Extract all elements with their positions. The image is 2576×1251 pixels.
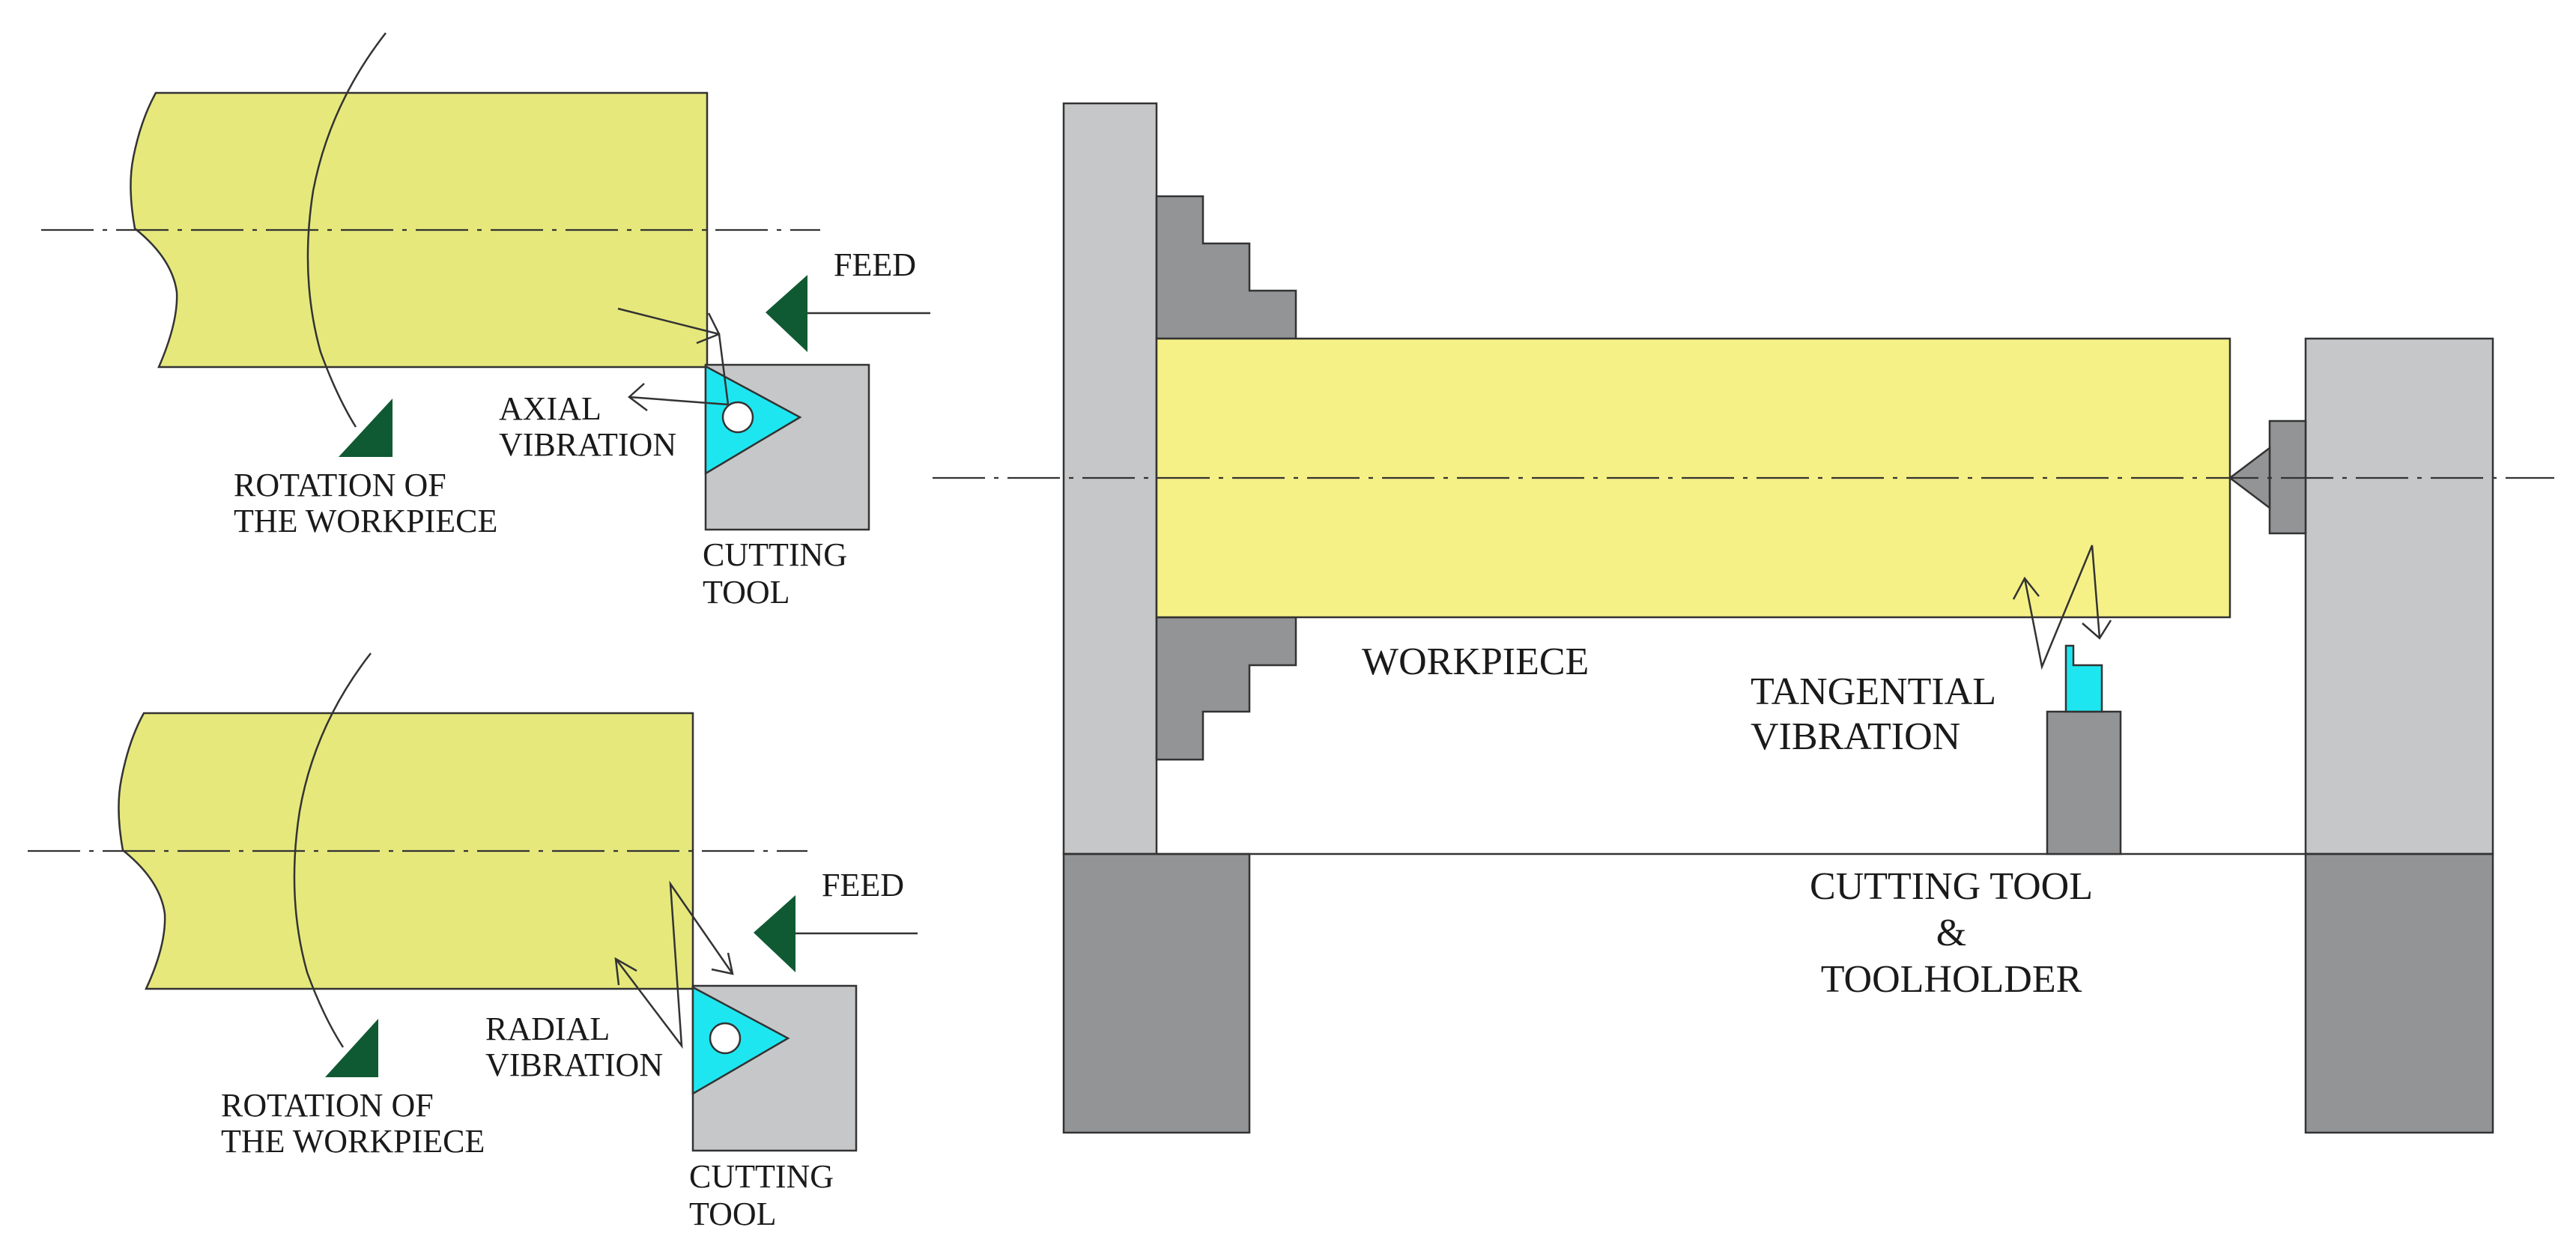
chuck-jaw-lower (1155, 616, 1297, 761)
toolholder (2046, 710, 2122, 855)
workpiece-label: WORKPIECE (1362, 640, 1589, 683)
headstock-base (1062, 852, 1251, 1134)
feed-arrow-radial (754, 895, 795, 972)
rotation-label-radial-line2: THE WORKPIECE (221, 1123, 485, 1160)
arrowhead-radial-left (614, 957, 637, 986)
rotation-arrow-radial (325, 1019, 378, 1077)
radial-vibration-panel: FEED RADIAL VIBRATION ROTATION OF THE WO… (28, 652, 918, 1232)
radial-vibration-label-line1: RADIAL (485, 1011, 610, 1047)
tool-label-radial-line1: CUTTING (689, 1158, 834, 1195)
rotation-curve-radial (293, 652, 372, 1048)
feed-label-radial: FEED (822, 867, 904, 903)
insert-screw-radial (709, 1022, 742, 1055)
tool-label-lathe-line1: CUTTING TOOL (1810, 865, 2093, 908)
tailstock-body (2304, 337, 2494, 855)
feed-label-axial: FEED (834, 246, 916, 283)
axial-vibration-panel: FEED AXIAL VIBRATION ROTATION OF THE WOR… (41, 32, 930, 611)
radial-vibration-label-line2: VIBRATION (485, 1046, 663, 1083)
arrowhead-axial-top (696, 312, 721, 345)
arrowhead-axial-bottom (628, 383, 648, 411)
tool-label-axial-line1: CUTTING (703, 536, 847, 573)
tool-label-lathe-line2: & (1936, 912, 1966, 954)
tool-label-lathe-line3: TOOLHOLDER (1821, 958, 2082, 1001)
axial-vibration-label-line2: VIBRATION (499, 426, 676, 463)
feed-arrow-axial (766, 275, 807, 352)
vibration-zigzag-tangential (2023, 545, 2101, 670)
vibration-zigzag-radial (615, 880, 734, 1049)
rotation-curve-axial (306, 32, 387, 428)
tool-label-radial-line2: TOOL (689, 1196, 777, 1232)
chuck-jaw-upper (1155, 195, 1297, 340)
cutting-tool-lathe (2064, 644, 2103, 713)
rotation-label-axial-line2: THE WORKPIECE (234, 503, 497, 539)
tangential-vibration-panel: WORKPIECE TANGENTIAL VIBRATION CUTTING T… (933, 102, 2554, 1134)
arrowhead-tangential-down (2082, 620, 2112, 640)
insert-screw-axial (721, 401, 754, 434)
axial-vibration-label-line1: AXIAL (499, 390, 601, 427)
arrowhead-tangential-up (2012, 576, 2040, 600)
arrowhead-radial-right (711, 952, 734, 975)
rotation-arrow-axial (339, 399, 393, 457)
tool-label-axial-line2: TOOL (703, 574, 790, 611)
vibration-zigzag-axial (617, 307, 730, 406)
tangential-vibration-label-line2: VIBRATION (1751, 715, 1960, 758)
rotation-label-axial-line1: ROTATION OF (234, 467, 446, 503)
rotation-label-radial-line1: ROTATION OF (221, 1087, 434, 1124)
tangential-vibration-label-line1: TANGENTIAL (1751, 670, 1996, 713)
tailstock-base (2304, 852, 2494, 1134)
